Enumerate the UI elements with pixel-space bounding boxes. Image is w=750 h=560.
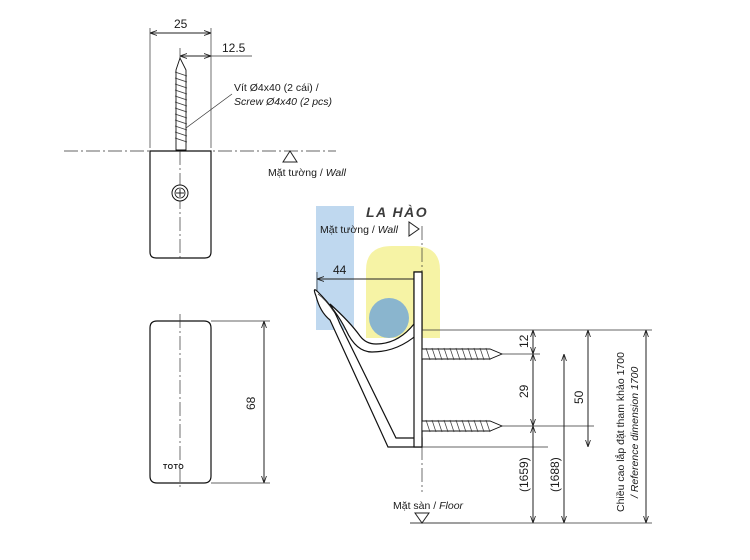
hook-profile: [313, 271, 423, 448]
floor-symbol-icon: [414, 512, 430, 524]
watermark-text: LA HÀO: [366, 204, 428, 220]
wall-side-label: Mặt tường / Wall: [320, 224, 399, 236]
floor-label: Mặt sàn / Floor: [393, 500, 464, 512]
top-view: 25 12.5 Vít Ø4x40 (2 cái) / Screw Ø4x40 …: [64, 17, 347, 259]
wall-plate: [413, 271, 423, 448]
watermark-blue-circle: [369, 298, 409, 338]
screw-icon: [174, 56, 188, 151]
dim-1659-label: (1659): [517, 457, 531, 492]
dim-68-label: 68: [244, 396, 258, 410]
dim-1688-label: (1688): [548, 457, 562, 492]
screw-leader: [185, 93, 233, 129]
hook-body-front: [149, 320, 212, 484]
ref-height-label-vn: Chiều cao lắp đặt tham khảo 1700: [614, 352, 627, 512]
dim-50-label: 50: [572, 390, 586, 404]
ref-height-label-en: / Reference dimension 1700: [629, 367, 641, 499]
hook-body-side: [149, 150, 212, 259]
dim-29-label: 29: [517, 384, 531, 398]
la-hao-watermark-logo: LA HÀO: [316, 204, 440, 338]
wall-side-symbol-icon: [408, 221, 420, 237]
wall-symbol-icon: [282, 150, 298, 163]
screw-label-vn: Vít Ø4x40 (2 cái) /: [234, 82, 319, 94]
screw-lower-icon: [421, 419, 504, 433]
dim-12-5-label: 12.5: [222, 41, 246, 55]
dim-25-label: 25: [174, 17, 188, 31]
dim-44-label: 44: [333, 263, 347, 277]
dim-12-label: 12: [517, 334, 531, 348]
front-view: TOTO 68: [149, 314, 270, 490]
screw-upper-icon: [421, 347, 504, 361]
screw-label-en: Screw Ø4x40 (2 pcs): [234, 96, 332, 108]
side-view: Mặt tường / Wall 44 12: [313, 221, 652, 524]
wall-top-label: Mặt tường / Wall: [268, 167, 347, 179]
screw-head-icon: [171, 184, 189, 202]
brand-mark: TOTO: [163, 464, 184, 471]
